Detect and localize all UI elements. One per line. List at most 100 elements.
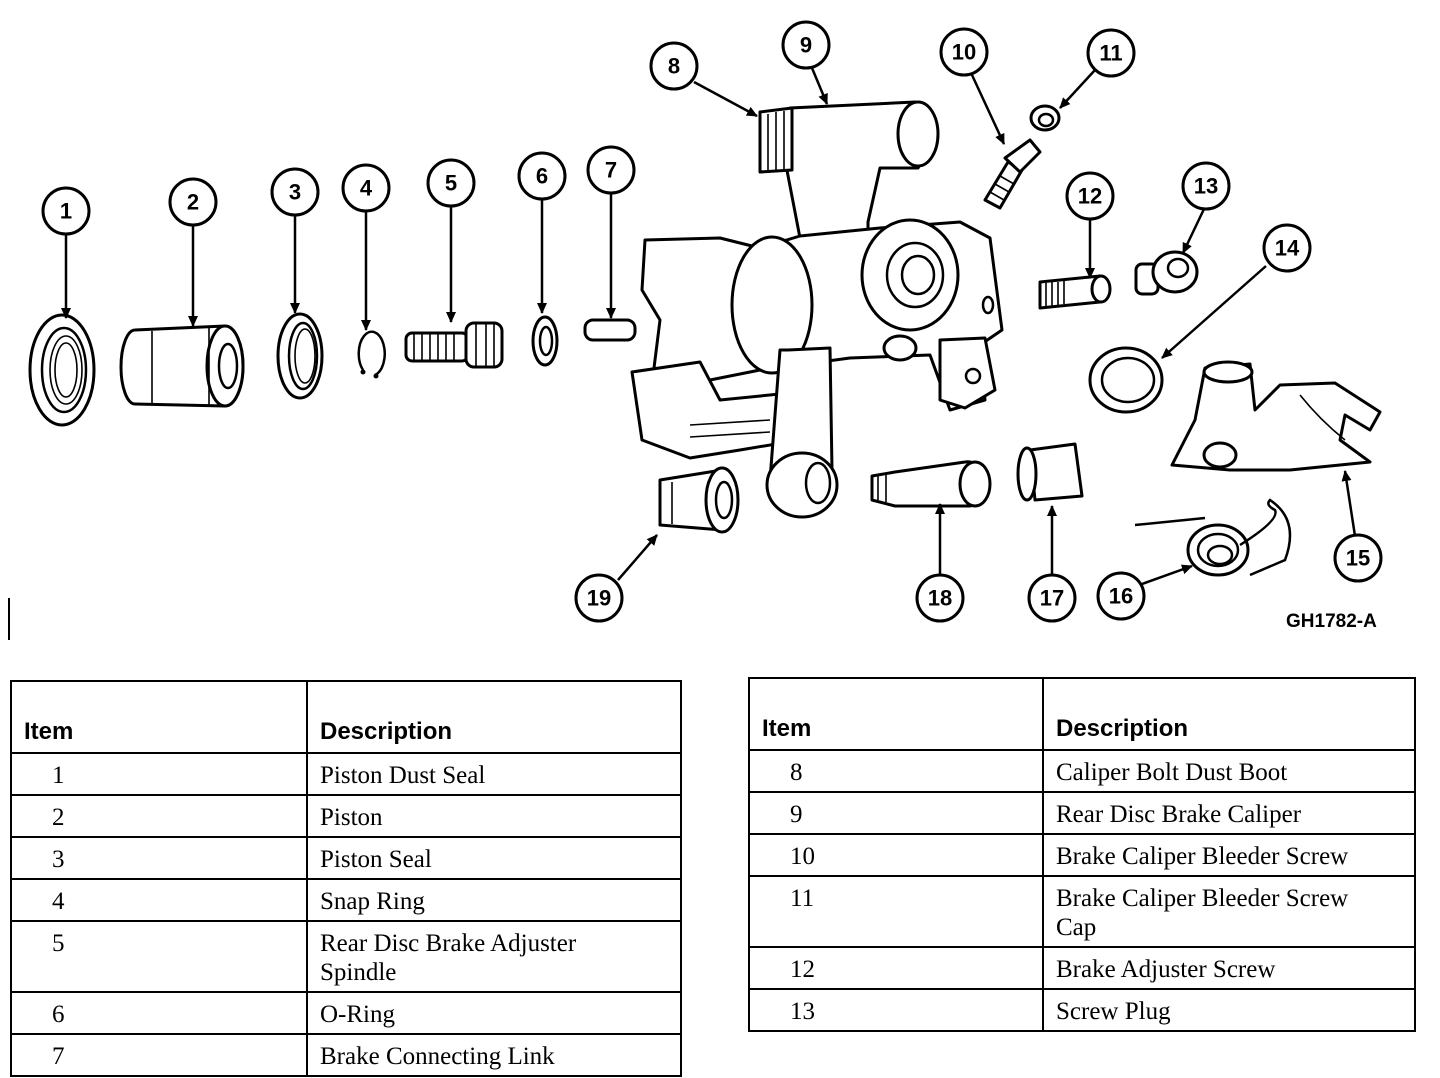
item-description: Piston (306, 794, 682, 838)
callout-4: 4 (341, 163, 391, 213)
item-number: 3 (10, 836, 308, 880)
connecting-link-part (583, 318, 637, 342)
callout-7: 7 (586, 145, 636, 195)
item-description: Brake Adjuster Screw (1042, 946, 1416, 990)
item-description: Rear Disc Brake Adjuster Spindle (306, 920, 682, 993)
item-description: O-Ring (306, 991, 682, 1035)
piston-seal-part (276, 312, 324, 400)
piston-part (119, 324, 245, 408)
callout-16: 16 (1096, 571, 1146, 621)
item-number: 6 (10, 991, 308, 1035)
item-description: Screw Plug (1042, 988, 1416, 1032)
item-description: Piston Seal (306, 836, 682, 880)
callout-label: 3 (289, 180, 301, 205)
seal-ring-part (1088, 346, 1164, 414)
callout-15: 15 (1333, 533, 1383, 583)
item-description: Rear Disc Brake Caliper (1042, 791, 1416, 835)
item-number: 11 (748, 875, 1044, 948)
guide-pin-part (870, 460, 992, 508)
bleeder-cap-part (1029, 104, 1061, 132)
item-column-header: Item (10, 680, 308, 754)
callout-6: 6 (517, 151, 567, 201)
callout-label: 16 (1109, 584, 1133, 609)
item-number: 5 (10, 920, 308, 993)
description-column-header: Description (306, 680, 682, 754)
item-number: 1 (10, 752, 308, 796)
caliper-housing-part (630, 100, 1004, 519)
piston-dust-seal-part (28, 313, 96, 427)
callout-12: 12 (1065, 171, 1115, 221)
adjuster-screw-part (1038, 274, 1112, 310)
callout-2: 2 (168, 177, 218, 227)
callout-label: 2 (187, 190, 199, 215)
callout-label: 9 (800, 33, 812, 58)
item-description: Piston Dust Seal (306, 752, 682, 796)
legend-header-row: Item Description (10, 680, 682, 754)
item-column-header: Item (748, 677, 1044, 751)
figure-code: GH1782-A (1286, 611, 1377, 632)
item-number: 4 (10, 878, 308, 922)
callout-label: 4 (360, 176, 373, 201)
item-number: 8 (748, 749, 1044, 793)
bushing-part (1016, 442, 1084, 502)
callout-label: 8 (668, 54, 680, 79)
callout-label: 11 (1099, 41, 1122, 66)
callout-label: 19 (587, 586, 611, 611)
leader-lines (61, 67, 1357, 586)
callout-label: 6 (536, 164, 548, 189)
callout-label: 12 (1078, 184, 1102, 209)
description-column-header: Description (1042, 677, 1416, 751)
item-description: Caliper Bolt Dust Boot (1042, 749, 1416, 793)
bleeder-screw-part (983, 138, 1042, 210)
callout-10: 10 (939, 27, 989, 77)
callout-1: 1 (41, 186, 91, 236)
o-ring-part (531, 315, 559, 367)
callout-label: 17 (1040, 586, 1064, 611)
bracket-part (1170, 360, 1382, 472)
callout-13: 13 (1181, 161, 1231, 211)
callout-9: 9 (781, 20, 831, 70)
callout-label: 10 (952, 40, 976, 65)
callout-8: 8 (649, 41, 699, 91)
callout-18: 18 (915, 573, 965, 623)
spring-part (1134, 498, 1292, 577)
item-number: 7 (10, 1033, 308, 1077)
item-number: 12 (748, 946, 1044, 990)
callout-11: 11 (1086, 28, 1136, 78)
callout-label: 18 (928, 586, 952, 611)
snap-ring-part (357, 330, 386, 379)
callout-label: 15 (1346, 546, 1370, 571)
adjuster-spindle-part (404, 321, 504, 369)
callout-label: 5 (445, 171, 457, 196)
margin-change-bar (8, 598, 10, 640)
callout-14: 14 (1262, 223, 1312, 273)
item-number: 9 (748, 791, 1044, 835)
item-number: 13 (748, 988, 1044, 1032)
screw-plug-part (1134, 250, 1199, 296)
callout-3: 3 (270, 167, 320, 217)
item-description: Brake Caliper Bleeder Screw Cap (1042, 875, 1416, 948)
item-description: Snap Ring (306, 878, 682, 922)
item-number: 10 (748, 833, 1044, 877)
legend-header-row: Item Description (748, 677, 1416, 751)
callout-5: 5 (426, 158, 476, 208)
item-description: Brake Caliper Bleeder Screw (1042, 833, 1416, 877)
callout-label: 14 (1275, 236, 1300, 261)
item-description: Brake Connecting Link (306, 1033, 682, 1077)
callout-17: 17 (1027, 573, 1077, 623)
